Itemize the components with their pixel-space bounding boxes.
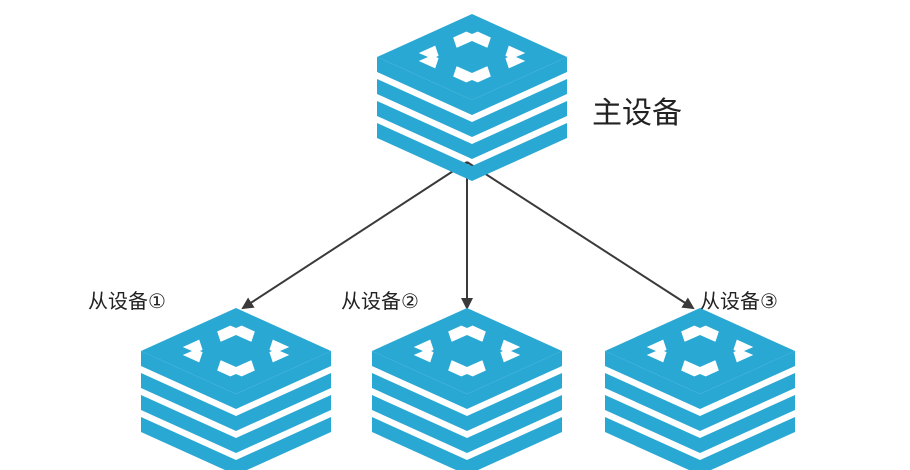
arrow-to-slave-1 [241,161,468,310]
slave-device-3-icon [605,308,795,470]
slave-label-1: 从设备① [88,289,166,313]
slave-device-2-icon [372,308,562,470]
slave-label-2: 从设备② [341,289,419,313]
master-label: 主设备 [592,96,682,131]
slave-device-1-icon [141,308,331,470]
arrow-to-slave-3 [466,161,695,310]
slave-label-3: 从设备③ [700,289,778,313]
master-device-icon [377,14,567,181]
